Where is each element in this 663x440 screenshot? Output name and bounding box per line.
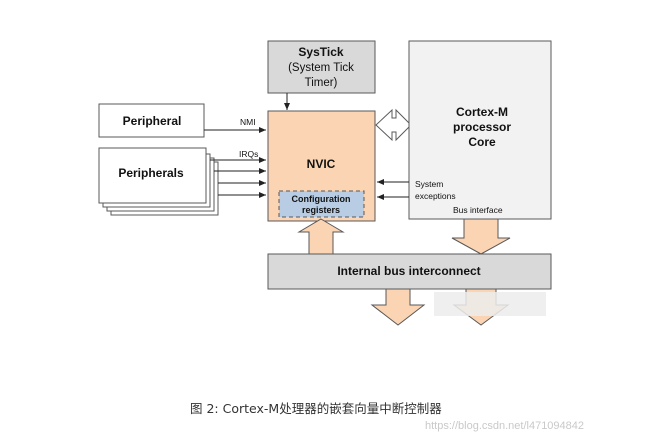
bus-interface-label: Bus interface (453, 205, 503, 215)
system-exceptions-label-line2: exceptions (415, 191, 456, 201)
core-label: Cortex-M (456, 105, 508, 119)
systick-label-line3: Timer) (305, 77, 338, 89)
bus-down-arrow-left (370, 288, 426, 326)
systick-label: SysTick (298, 45, 343, 59)
systick-label-line2: (System Tick (288, 62, 354, 74)
internal-bus-label: Internal bus interconnect (337, 264, 480, 278)
config-registers-label-line2: registers (302, 205, 340, 215)
peripherals-label: Peripherals (118, 166, 184, 180)
nvic-core-double-arrow (375, 108, 412, 142)
core-label-line3: Core (468, 135, 496, 149)
core-to-bus-arrow (451, 218, 511, 255)
irq-arrows (210, 157, 266, 198)
peripherals-stack (98, 147, 219, 216)
nvic-label: NVIC (307, 157, 336, 171)
figure-caption: 图 2: Cortex-M处理器的嵌套向量中断控制器 (190, 401, 442, 416)
bus-to-config-arrow (297, 218, 345, 255)
core-label-line2: processor (453, 120, 511, 134)
peripheral-box (98, 103, 205, 138)
irqs-label: IRQs (239, 149, 258, 159)
peripherals-box (98, 147, 207, 204)
systick-box (267, 40, 376, 94)
config-registers-label: Configuration (292, 194, 351, 204)
system-exceptions-label: System (415, 179, 443, 189)
cortex-m-core-box (408, 40, 552, 220)
watermark-text: https://blog.csdn.net/l471094842 (425, 420, 585, 432)
peripheral-label: Peripheral (123, 114, 182, 128)
nmi-label: NMI (240, 117, 256, 127)
watermark-blur-overlay (434, 292, 546, 316)
config-registers-box (278, 190, 365, 218)
